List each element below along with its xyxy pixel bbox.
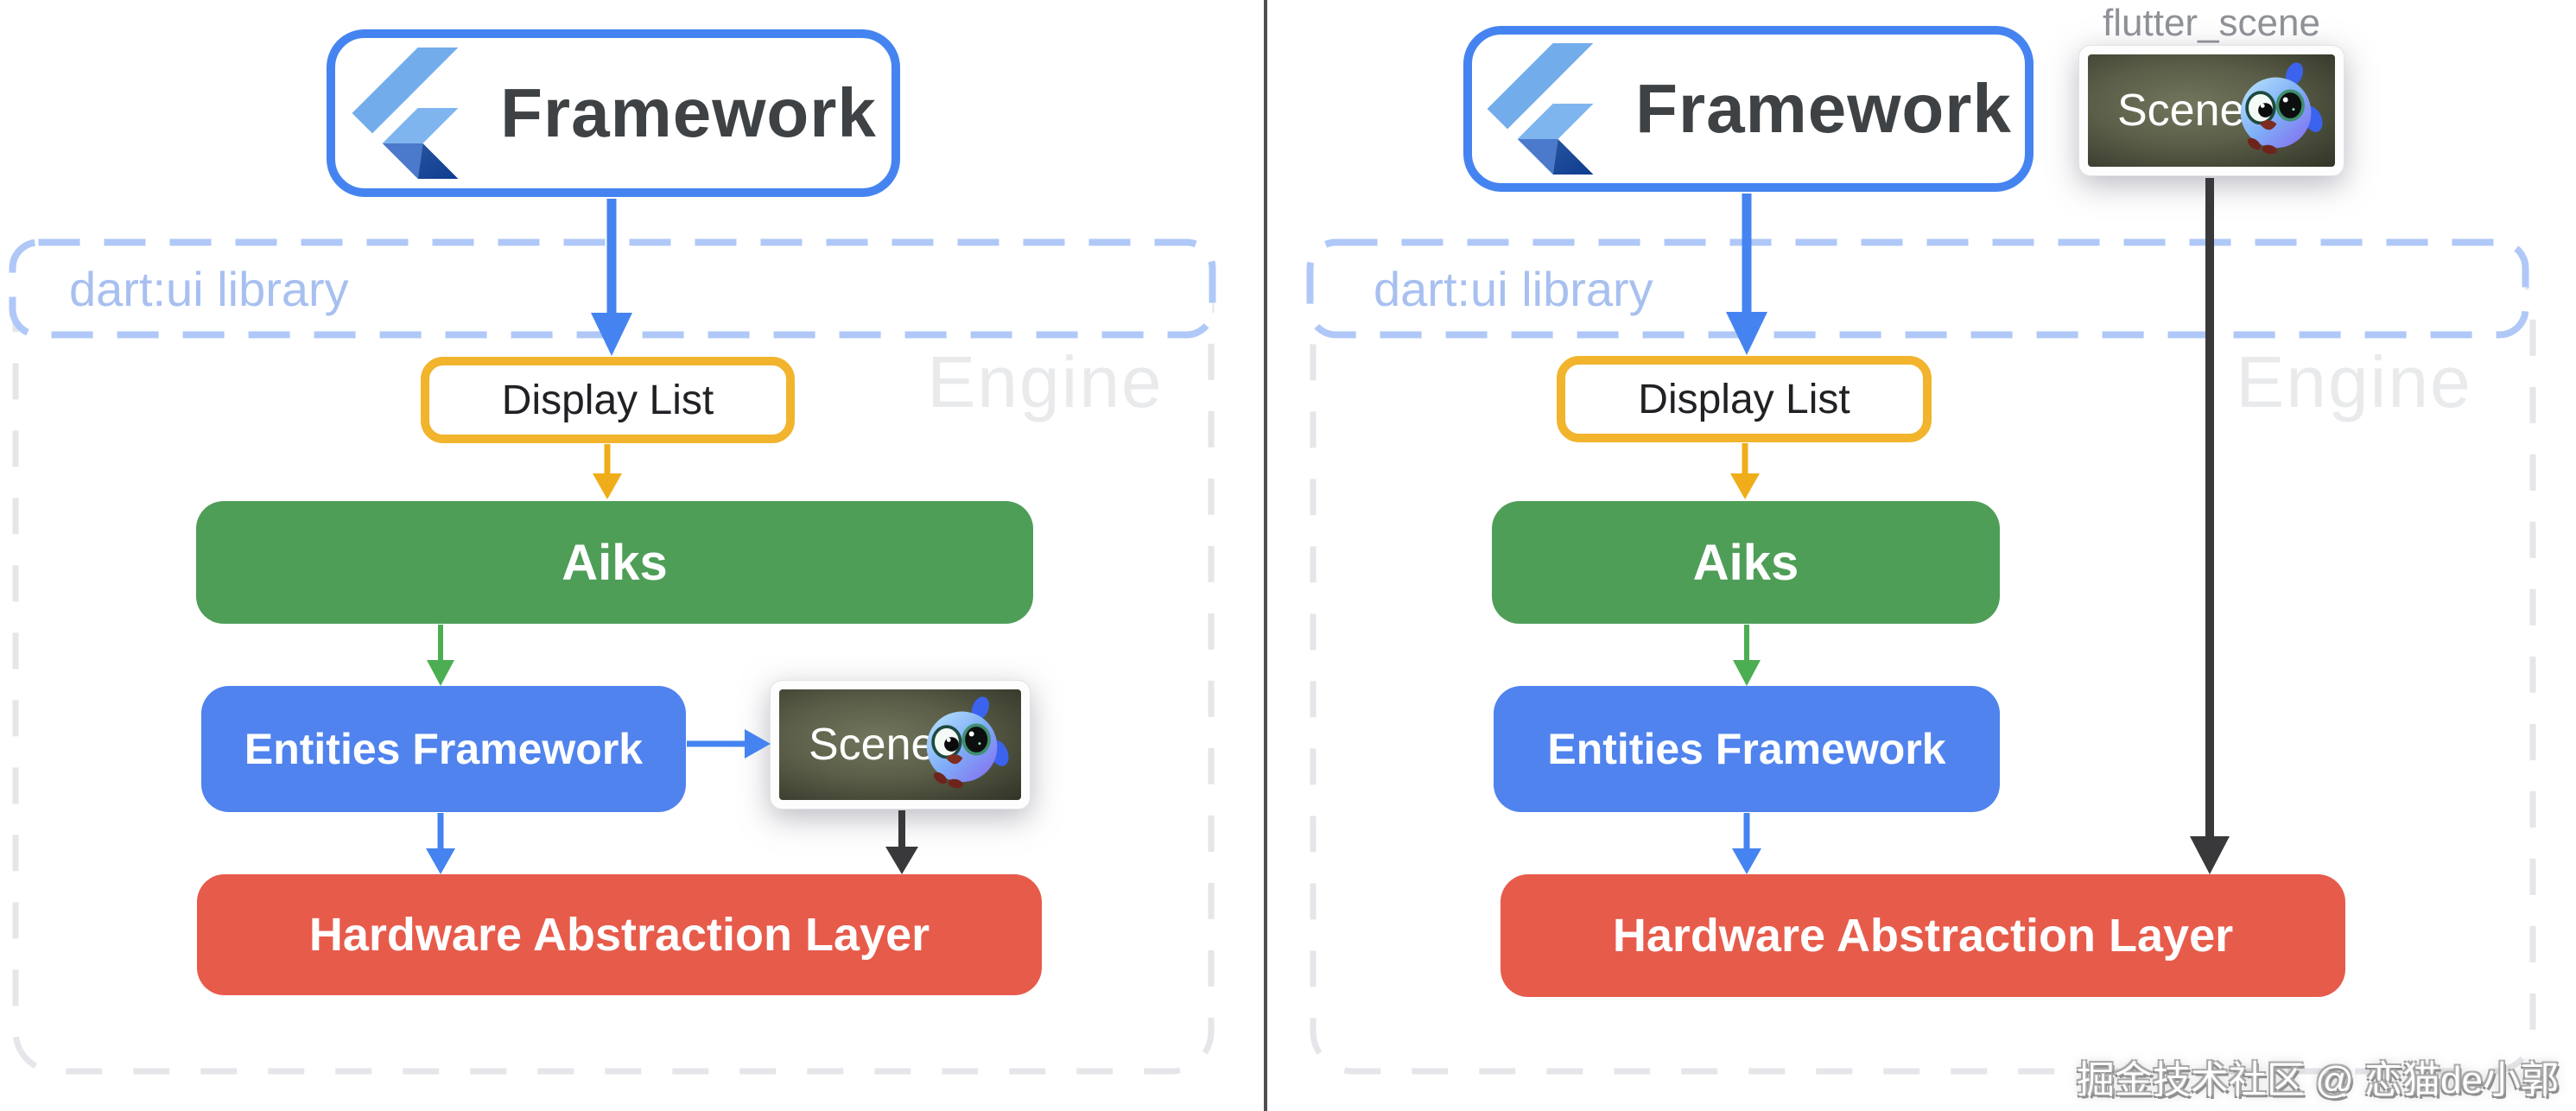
entities-framework-box-right: Entities Framework [1494, 686, 2000, 812]
scene-label: Scene [809, 720, 936, 770]
fish-model-icon [2238, 59, 2326, 157]
framework-box-left: Framework [327, 29, 900, 197]
engine-label-right: Engine [2236, 340, 2472, 422]
aiks-box-left: Aiks [196, 501, 1033, 624]
dartui-label-left: dart:ui library [69, 238, 349, 339]
dartui-container-right [1306, 238, 2529, 339]
framework-label: Framework [1635, 70, 2012, 147]
scene-screenshot-left: Scene [779, 689, 1021, 800]
hal-box-right: Hardware Abstraction Layer [1501, 874, 2345, 997]
scene-label: Scene [2117, 86, 2245, 136]
entities-framework-box-left: Entities Framework [201, 686, 686, 812]
hal-box-left: Hardware Abstraction Layer [197, 874, 1042, 995]
framework-box-right: Framework [1463, 26, 2034, 192]
watermark-text: 掘金技术社区 @ 恋猫de小郭 [2076, 1059, 2559, 1101]
flutter-logo-icon [1487, 43, 1594, 175]
scene-card-left: Scene [770, 680, 1031, 809]
dartui-label-right: dart:ui library [1374, 238, 1653, 339]
aiks-box-right: Aiks [1492, 501, 2000, 624]
dartui-label-text: dart:ui library [69, 261, 349, 316]
flutter-scene-package-label: flutter_scene [2103, 2, 2320, 44]
display-list-box-right: Display List [1557, 356, 1932, 442]
dartui-label-text: dart:ui library [1374, 261, 1653, 316]
fish-model-icon [924, 693, 1012, 791]
flutter-logo-icon [352, 48, 459, 179]
framework-label: Framework [500, 74, 877, 151]
engine-label-left: Engine [927, 340, 1164, 422]
display-list-box-left: Display List [421, 357, 795, 443]
scene-card-right: Scene [2078, 45, 2344, 176]
scene-screenshot-right: Scene [2088, 54, 2335, 167]
panel-divider [1264, 0, 1267, 1111]
